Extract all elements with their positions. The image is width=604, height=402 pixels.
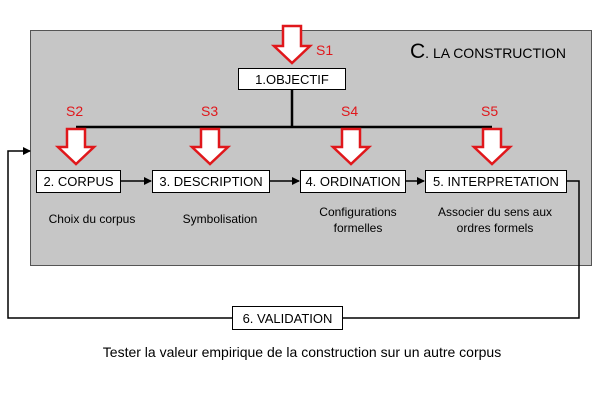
signal-label-s2: S2 xyxy=(66,103,84,119)
footer-text: Tester la valeur empirique de la constru… xyxy=(102,344,502,360)
feedback-line-right xyxy=(343,180,580,319)
validation-box: 6. VALIDATION xyxy=(232,306,343,330)
step-box-ordination: 4. ORDINATION xyxy=(300,170,406,193)
signal-label-s1: S1 xyxy=(316,42,334,58)
s4-red-arrow-icon xyxy=(329,127,373,166)
panel-title: C. LA CONSTRUCTION xyxy=(410,40,566,64)
step-box-interpretation: 5. INTERPRETATION xyxy=(425,170,567,193)
signal-label-s5: S5 xyxy=(481,103,499,119)
s5-red-arrow-icon xyxy=(470,127,514,166)
panel-title-letter: C xyxy=(410,40,426,63)
panel-title-text: . LA CONSTRUCTION xyxy=(425,45,566,61)
signal-label-s4: S4 xyxy=(341,103,359,119)
step-box-corpus: 2. CORPUS xyxy=(36,170,121,193)
objective-box: 1.OBJECTIF xyxy=(238,68,346,90)
signal-label-s3: S3 xyxy=(201,103,219,119)
feedback-line-left xyxy=(7,147,232,319)
s2-red-arrow-icon xyxy=(54,127,98,166)
s1-red-arrow-icon xyxy=(270,24,314,65)
step-box-description: 3. DESCRIPTION xyxy=(152,170,270,193)
step-caption-description: Symbolisation xyxy=(182,212,258,226)
step-caption-ordination: Configurations formelles xyxy=(319,205,397,235)
step-caption-interpretation: Associer du sens aux ordres formels xyxy=(437,205,553,235)
s3-red-arrow-icon xyxy=(188,127,232,166)
step-caption-corpus: Choix du corpus xyxy=(48,212,136,226)
